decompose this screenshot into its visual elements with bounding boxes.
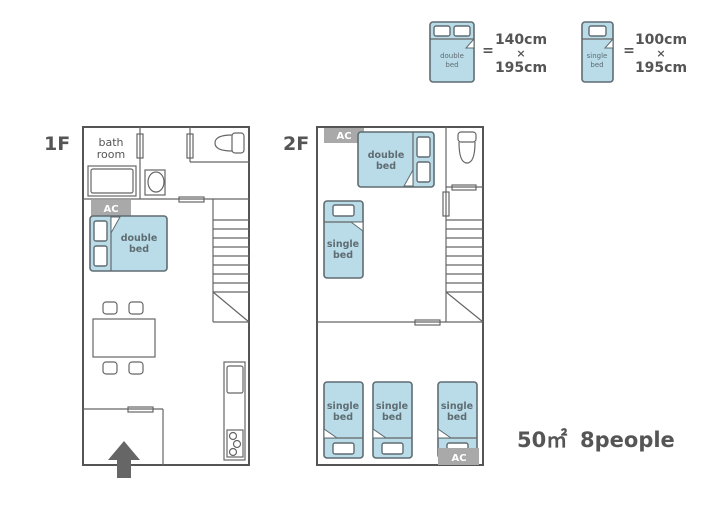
floor1-ac: AC	[103, 204, 118, 215]
double-bed: double bed	[357, 131, 435, 188]
capacity-text: 8people	[580, 428, 675, 452]
legend-single-times: ×	[656, 47, 665, 60]
kitchen-counter	[223, 361, 246, 461]
legend-double-bed: double bed	[429, 21, 475, 83]
floor2-single-1: single	[376, 401, 408, 412]
floor2-ac-top: AC	[336, 131, 351, 142]
single-bed-length: 195cm	[635, 60, 687, 76]
single-bed: single bed	[323, 381, 364, 459]
area-text: 50㎡	[517, 428, 567, 452]
floor2-single-1: single	[327, 239, 359, 250]
floor2-double-1: double	[368, 150, 405, 161]
double-bed-length: 195cm	[495, 60, 547, 76]
legend-single-label-2: bed	[590, 61, 603, 69]
ac-unit: AC	[91, 200, 131, 216]
legend-double-eq: =	[482, 43, 494, 59]
floor1-bed-2: bed	[129, 244, 149, 255]
floor2-single-2: bed	[333, 412, 353, 423]
floor2-single-2: bed	[447, 412, 467, 423]
floor2-single-2: bed	[333, 250, 353, 261]
legend-single-bed: single bed	[581, 21, 614, 83]
ac-unit-top: AC	[324, 128, 364, 143]
floor-1-plan: bath room AC	[82, 126, 250, 466]
floor2-single-2: bed	[382, 412, 402, 423]
dining-table	[92, 301, 156, 375]
single-bed: single bed	[437, 381, 478, 459]
floor1-bath-1: bath	[98, 136, 123, 149]
toilet-icon	[457, 131, 477, 164]
floor-2-label: 2F	[283, 133, 309, 155]
ac-unit-bottom: AC	[438, 448, 479, 465]
floor1-bath-2: room	[97, 148, 125, 161]
toilet-icon	[214, 132, 245, 154]
double-bed: double bed	[89, 215, 168, 272]
legend-double-label-1: double	[440, 52, 464, 60]
single-bed-width: 100cm	[635, 32, 687, 48]
single-bed: single bed	[372, 381, 413, 459]
entrance-arrow-icon	[108, 441, 140, 478]
sink-icon	[144, 169, 166, 196]
floor2-double-2: bed	[376, 161, 396, 172]
floor-1-label: 1F	[44, 133, 70, 155]
floor1-bed-1: double	[121, 233, 158, 244]
stairs-icon	[212, 199, 250, 323]
legend-single-label-1: single	[587, 52, 608, 60]
double-bed-width: 140cm	[495, 32, 547, 48]
floor2-single-1: single	[327, 401, 359, 412]
floor-2-plan: AC double bed single bed single bed	[316, 126, 484, 466]
legend-double-times: ×	[516, 47, 525, 60]
single-bed: single bed	[323, 200, 364, 279]
bathtub-icon	[87, 165, 137, 197]
legend-single-eq: =	[623, 43, 635, 59]
legend-double-label-2: bed	[445, 61, 458, 69]
floor2-ac-bottom: AC	[451, 453, 466, 464]
floor2-single-1: single	[441, 401, 473, 412]
stairs-icon	[445, 219, 484, 323]
